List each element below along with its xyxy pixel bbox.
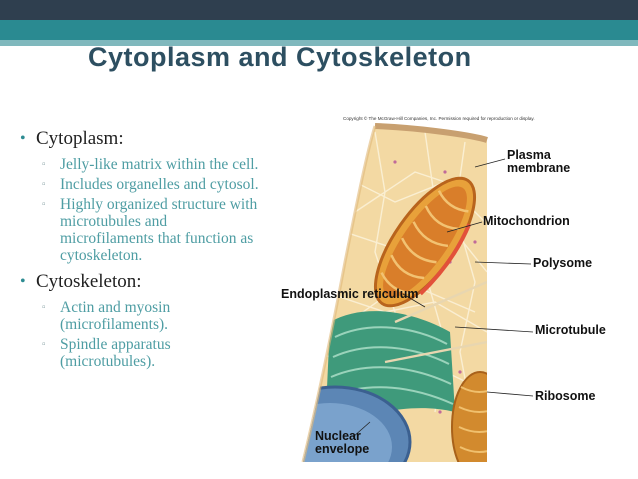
header-bar-teal bbox=[0, 20, 638, 40]
sub-bullet: ▫ Includes organelles and cytosol. bbox=[42, 176, 270, 193]
square-bullet-icon: ▫ bbox=[42, 339, 46, 350]
bullet-list: • Cytoplasm: ▫ Jelly-like matrix within … bbox=[20, 128, 270, 373]
label-ribosome: Ribosome bbox=[535, 389, 596, 403]
slide-title: Cytoplasm and Cytoskeleton bbox=[88, 42, 472, 72]
sub-bullet-text: Spindle apparatus (microtubules). bbox=[60, 336, 171, 370]
label-polysome: Polysome bbox=[533, 256, 593, 270]
header-bar-light bbox=[0, 40, 638, 46]
bullet-text: Cytoskeleton: bbox=[36, 271, 142, 292]
square-bullet-icon: ▫ bbox=[42, 159, 46, 170]
bullet-dot-icon: • bbox=[20, 273, 26, 290]
square-bullet-icon: ▫ bbox=[42, 179, 46, 190]
sub-bullet: ▫ Spindle apparatus (microtubules). bbox=[42, 336, 270, 370]
label-mitochondrion: Mitochondrion bbox=[483, 214, 570, 228]
label-endoplasmic-reticulum: Endoplasmic reticulum bbox=[281, 287, 419, 301]
copyright-notice: Copyright © The McGraw-Hill Companies, I… bbox=[343, 116, 535, 121]
sub-bullet: ▫ Jelly-like matrix within the cell. bbox=[42, 156, 270, 173]
cell-diagram: Copyright © The McGraw-Hill Companies, I… bbox=[275, 112, 615, 462]
sub-bullet-text: Jelly-like matrix within the cell. bbox=[60, 156, 259, 173]
label-microtubule: Microtubule bbox=[535, 323, 606, 337]
bullet-cytoplasm: • Cytoplasm: bbox=[20, 128, 270, 150]
bullet-cytoskeleton: • Cytoskeleton: bbox=[20, 271, 270, 293]
sub-bullet-text: Highly organized structure with microtub… bbox=[60, 196, 258, 264]
sub-bullet-text: Actin and myosin (microfilaments). bbox=[60, 299, 171, 333]
header-bar-dark bbox=[0, 0, 638, 20]
sub-bullet: ▫ Highly organized structure with microt… bbox=[42, 196, 270, 264]
bullet-text: Cytoplasm: bbox=[36, 128, 124, 149]
sub-bullet: ▫ Actin and myosin (microfilaments). bbox=[42, 299, 270, 333]
label-nuclear-envelope: Nuclear envelope bbox=[315, 429, 370, 456]
square-bullet-icon: ▫ bbox=[42, 302, 46, 313]
bullet-dot-icon: • bbox=[20, 130, 26, 147]
square-bullet-icon: ▫ bbox=[42, 199, 46, 210]
sub-bullet-text: Includes organelles and cytosol. bbox=[60, 176, 259, 193]
cell-illustration bbox=[301, 123, 534, 462]
label-plasma-membrane: Plasma membrane bbox=[507, 148, 571, 175]
